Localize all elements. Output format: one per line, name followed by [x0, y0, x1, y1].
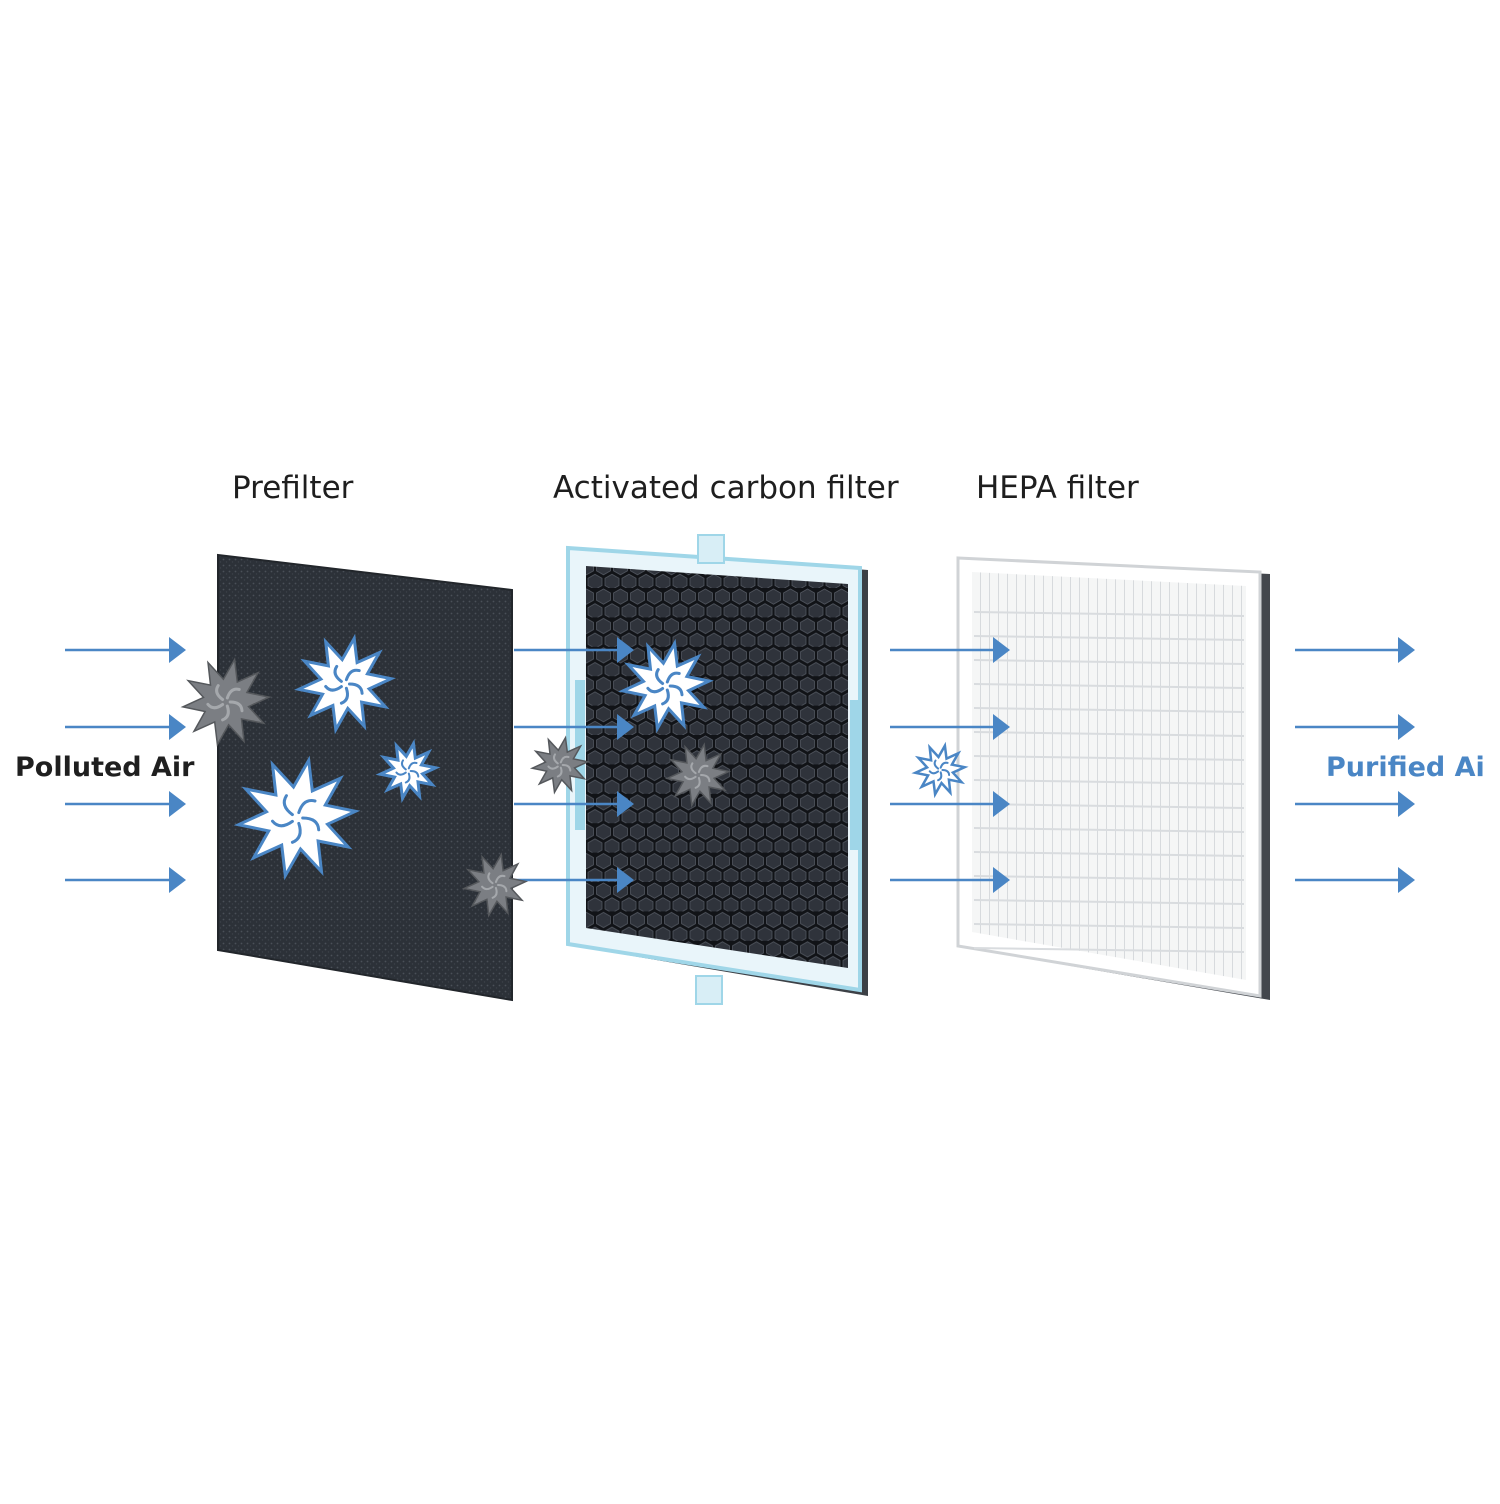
arrow-right-icon [890, 791, 1010, 817]
hepa-pleat-line [973, 875, 1245, 881]
hepa-pleat-line [973, 731, 1245, 737]
arrow-right-icon [514, 637, 634, 663]
arrow-right-icon [514, 791, 634, 817]
arrow-right-icon [65, 867, 186, 893]
arrow-right-icon [65, 637, 186, 663]
hepa-pleat-line [973, 635, 1245, 641]
hepa-pleat-rows [973, 611, 1245, 953]
pollutant-particle-icon [618, 638, 714, 734]
hepa-filter-label: HEPA filter [976, 470, 1139, 506]
hepa-pleat-line [973, 659, 1245, 665]
pull-tab-bottom [695, 975, 723, 1005]
arrow-right-icon [890, 637, 1010, 663]
hepa-pleat-line [973, 755, 1245, 761]
pollutant-particle-icon [664, 742, 732, 808]
pollutant-particle-icon [461, 852, 529, 918]
hepa-pleat-line [973, 851, 1245, 857]
pollutant-particle-icon [233, 755, 361, 881]
hepa-pleat-line [973, 707, 1245, 713]
arrow-right-icon [1295, 637, 1415, 663]
polluted-air-label: Polluted Air [15, 752, 195, 783]
pollutant-particles [180, 633, 969, 918]
arrow-right-icon [514, 867, 634, 893]
prefilter-panel [217, 553, 513, 1002]
arrow-right-icon [1295, 791, 1415, 817]
arrow-right-icon [1295, 867, 1415, 893]
hepa-filter-panel [956, 556, 1270, 1000]
hepa-pleat-line [973, 923, 1245, 929]
arrow-right-icon [65, 791, 186, 817]
carbon-filter-label: Activated carbon filter [553, 470, 899, 506]
arrow-right-icon [65, 714, 186, 740]
arrow-right-icon [890, 714, 1010, 740]
prefilter-label: Prefilter [232, 470, 354, 506]
hepa-pleat-line [973, 947, 1245, 953]
pull-tab-top [697, 534, 725, 564]
airflow-arrows [65, 637, 1415, 893]
hepa-pleat-line [973, 803, 1245, 809]
hepa-pleat-line [973, 827, 1245, 833]
arrow-right-icon [890, 867, 1010, 893]
purified-air-label: Purified Ai [1326, 752, 1485, 783]
arrow-right-icon [1295, 714, 1415, 740]
arrow-right-icon [514, 714, 634, 740]
pollutant-particle-icon [294, 633, 396, 735]
hepa-pleat-line [973, 899, 1245, 905]
pollutant-particle-icon [180, 657, 272, 747]
pollutant-particle-icon [375, 739, 441, 803]
hepa-pleat-line [973, 779, 1245, 785]
pollutant-particle-icon [911, 741, 969, 799]
hepa-pleat-line [973, 611, 1245, 617]
hepa-pleat-line [973, 683, 1245, 689]
pollutant-particle-icon [529, 735, 591, 795]
